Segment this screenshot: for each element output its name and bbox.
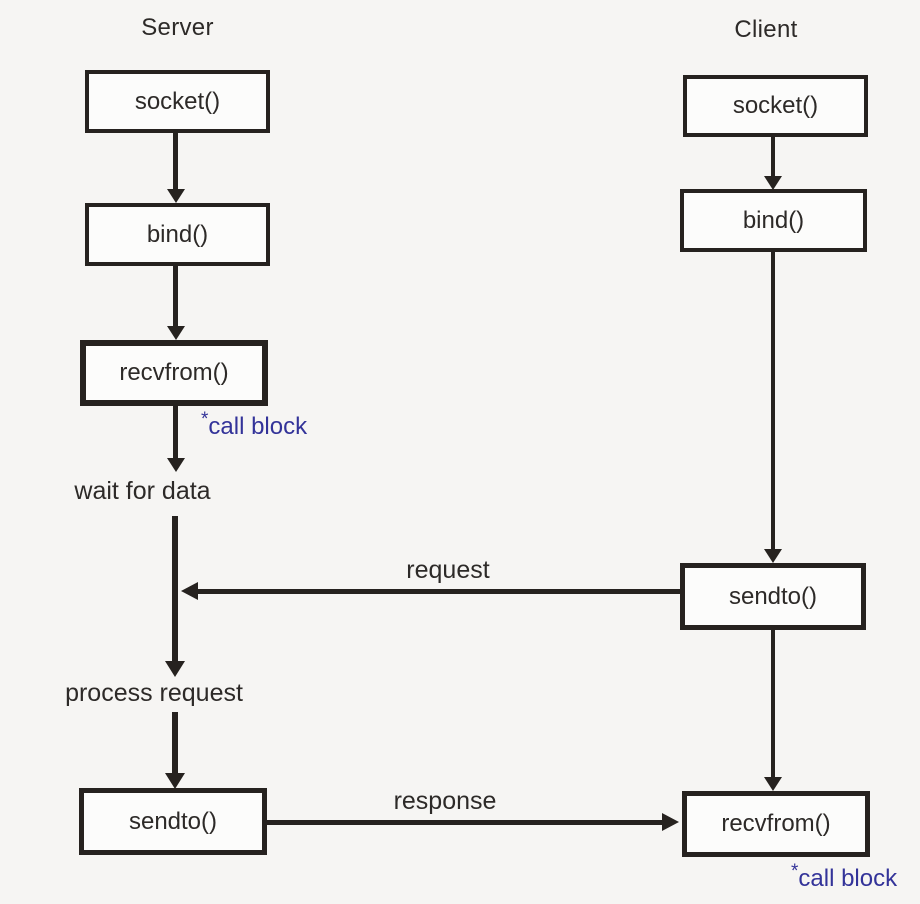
client-recvfrom-box: recvfrom() (682, 791, 870, 857)
server-recvfrom-box: recvfrom() (80, 340, 268, 406)
arrow-server-process-to-sendto-line (172, 712, 178, 774)
arrowhead-down-icon (764, 176, 782, 190)
response-arrow-line (267, 820, 663, 825)
arrow-server-wait-to-process-line (172, 516, 178, 662)
server-process-request-label: process request (65, 679, 243, 707)
server-wait-for-data-label: wait for data (74, 477, 211, 505)
client-bind-box: bind() (680, 189, 867, 252)
arrow-client-bind-to-sendto-line (771, 252, 775, 550)
asterisk-icon: * (791, 861, 799, 882)
response-edge-label: response (393, 787, 497, 815)
arrowhead-down-icon (167, 458, 185, 472)
server-column-title: Server (141, 14, 214, 41)
server-bind-box: bind() (85, 203, 270, 266)
arrowhead-down-icon (167, 326, 185, 340)
server-socket-label: socket() (134, 87, 221, 115)
arrowhead-left-icon (181, 582, 198, 600)
client-socket-box: socket() (683, 75, 868, 137)
server-socket-box: socket() (85, 70, 270, 133)
client-sendto-label: sendto() (728, 582, 818, 610)
request-arrow-line (197, 589, 680, 594)
arrow-server-socket-to-bind-line (173, 133, 178, 190)
server-recvfrom-label: recvfrom() (119, 359, 229, 386)
server-sendto-label: sendto() (128, 807, 218, 835)
server-call-block-text: call block (208, 413, 308, 440)
client-socket-label: socket() (732, 92, 819, 119)
client-call-block-text: call block (798, 865, 898, 892)
arrow-server-bind-to-recvfrom-line (173, 266, 178, 327)
server-bind-label: bind() (146, 220, 209, 248)
arrowhead-down-icon (764, 777, 782, 791)
asterisk-icon: * (201, 409, 209, 430)
arrowhead-right-icon (662, 813, 679, 831)
client-call-block-annotation: *call block (791, 862, 897, 893)
arrow-client-sendto-to-recvfrom-line (771, 630, 775, 778)
arrowhead-down-icon (764, 549, 782, 563)
client-sendto-box: sendto() (680, 563, 866, 630)
arrowhead-down-icon (167, 189, 185, 203)
server-sendto-box: sendto() (79, 788, 267, 855)
client-recvfrom-label: recvfrom() (721, 810, 831, 837)
server-call-block-annotation: *call block (201, 410, 307, 441)
arrowhead-down-icon (165, 661, 185, 677)
arrow-server-recvfrom-to-wait-line (173, 406, 178, 459)
arrow-client-socket-to-bind-line (771, 137, 775, 178)
arrowhead-down-icon (165, 773, 185, 789)
client-bind-label: bind() (742, 206, 805, 234)
client-column-title: Client (734, 16, 798, 43)
request-edge-label: request (406, 556, 490, 584)
